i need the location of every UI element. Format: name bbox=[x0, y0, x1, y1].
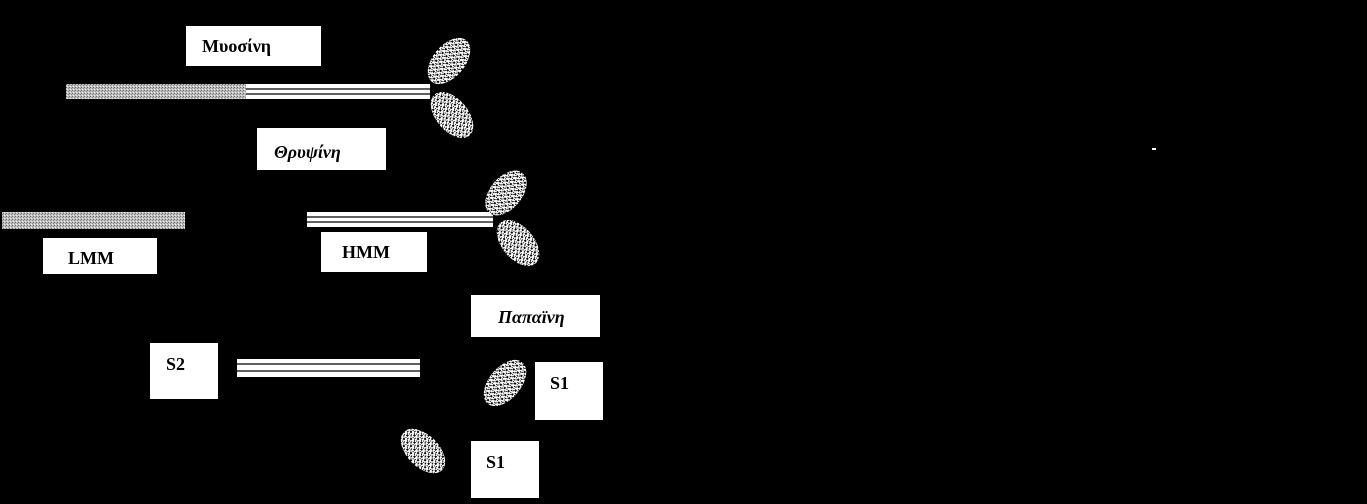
myosin-lmm-tail bbox=[66, 84, 246, 99]
trypsin-label: Θρυψίνη bbox=[257, 128, 386, 170]
hmm-rod bbox=[307, 212, 493, 227]
s1-head-upper bbox=[475, 352, 534, 414]
s2-label: S2 bbox=[150, 343, 218, 399]
myosin-label: Μυοσίνη bbox=[186, 26, 321, 66]
hmm-head-lower bbox=[488, 212, 547, 274]
s2-rod bbox=[237, 359, 420, 377]
s1-head-lower bbox=[393, 421, 454, 482]
myosin-head-lower bbox=[422, 84, 481, 146]
hmm-label: HMM bbox=[321, 232, 427, 272]
stray-mark bbox=[1152, 148, 1156, 150]
s1-lower-label: S1 bbox=[471, 441, 539, 498]
myosin-hmm-rod bbox=[246, 84, 430, 99]
lmm-fragment bbox=[2, 212, 185, 229]
myosin-head-upper bbox=[419, 30, 478, 92]
s1-upper-label: S1 bbox=[535, 362, 603, 420]
papain-label: Παπαϊνη bbox=[471, 295, 600, 337]
lmm-label: LMM bbox=[43, 238, 157, 274]
